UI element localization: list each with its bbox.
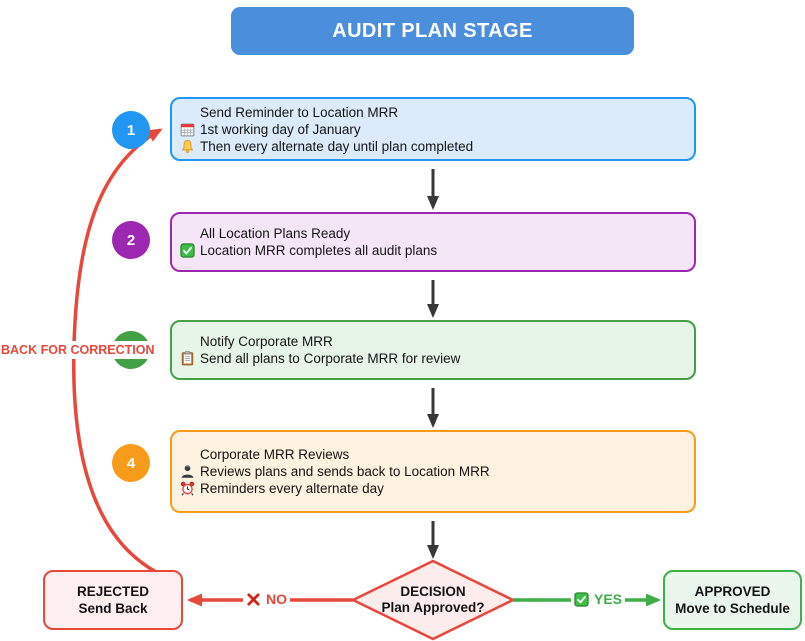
no-edge-label: NO	[243, 591, 290, 607]
person-icon	[180, 464, 195, 479]
step-line-text: Then every alternate day until plan comp…	[200, 138, 474, 154]
alarm-clock-icon	[180, 481, 195, 496]
step-line: Then every alternate day until plan comp…	[180, 138, 682, 155]
page-title-text: AUDIT PLAN STAGE	[332, 19, 533, 42]
rejected-line2: Send Back	[78, 601, 148, 616]
yes-label-text: YES	[594, 591, 623, 607]
approved-box: APPROVED Move to Schedule	[663, 570, 802, 630]
step-line: Reviews plans and sends back to Location…	[180, 463, 682, 480]
step-title: All Location Plans Ready	[200, 226, 351, 241]
step-line-text: Reviews plans and sends back to Location…	[200, 464, 490, 479]
calendar-icon	[180, 122, 195, 137]
step-3-box: Notify Corporate MRR Send all plans to Co…	[170, 320, 696, 380]
clipboard-icon	[180, 351, 195, 366]
decision-diamond	[351, 559, 515, 641]
decision-line2: Plan Approved?	[381, 600, 485, 615]
step-line: Reminders every alternate day	[180, 480, 682, 497]
rejected-line1: REJECTED	[76, 584, 149, 599]
step-line: Location MRR completes all audit plans	[180, 242, 682, 259]
step-1-badge: 1	[112, 111, 150, 149]
step-4-badge: 4	[112, 444, 150, 482]
decision-line1: DECISION	[400, 584, 466, 599]
decision-label: DECISION Plan Approved?	[363, 584, 503, 616]
step-2-badge: 2	[112, 221, 150, 259]
x-mark-icon	[246, 592, 261, 607]
step-title: Notify Corporate MRR	[200, 334, 333, 349]
approved-line1: APPROVED	[694, 584, 771, 599]
checked-checkbox-icon	[574, 591, 589, 607]
step-line-text: Send all plans to Corporate MRR for revi…	[200, 351, 461, 366]
back-for-correction-label: BACK FOR CORRECTION	[0, 341, 156, 359]
step-title: Corporate MRR Reviews	[200, 447, 350, 462]
rejected-box: REJECTED Send Back	[43, 570, 183, 630]
approved-line2: Move to Schedule	[675, 601, 790, 616]
no-label-text: NO	[266, 591, 287, 607]
step-line-text: Location MRR completes all audit plans	[200, 243, 438, 258]
yes-edge-label: YES	[571, 591, 626, 607]
bell-icon	[180, 139, 195, 154]
step-title: Send Reminder to Location MRR	[200, 104, 399, 120]
step-line-text: Reminders every alternate day	[200, 481, 384, 496]
page-title: AUDIT PLAN STAGE	[231, 7, 634, 55]
checked-checkbox-icon	[180, 243, 195, 258]
step-line: Send all plans to Corporate MRR for revi…	[180, 350, 682, 367]
step-line-text: 1st working day of January	[200, 121, 361, 137]
step-line: 1st working day of January	[180, 121, 682, 138]
